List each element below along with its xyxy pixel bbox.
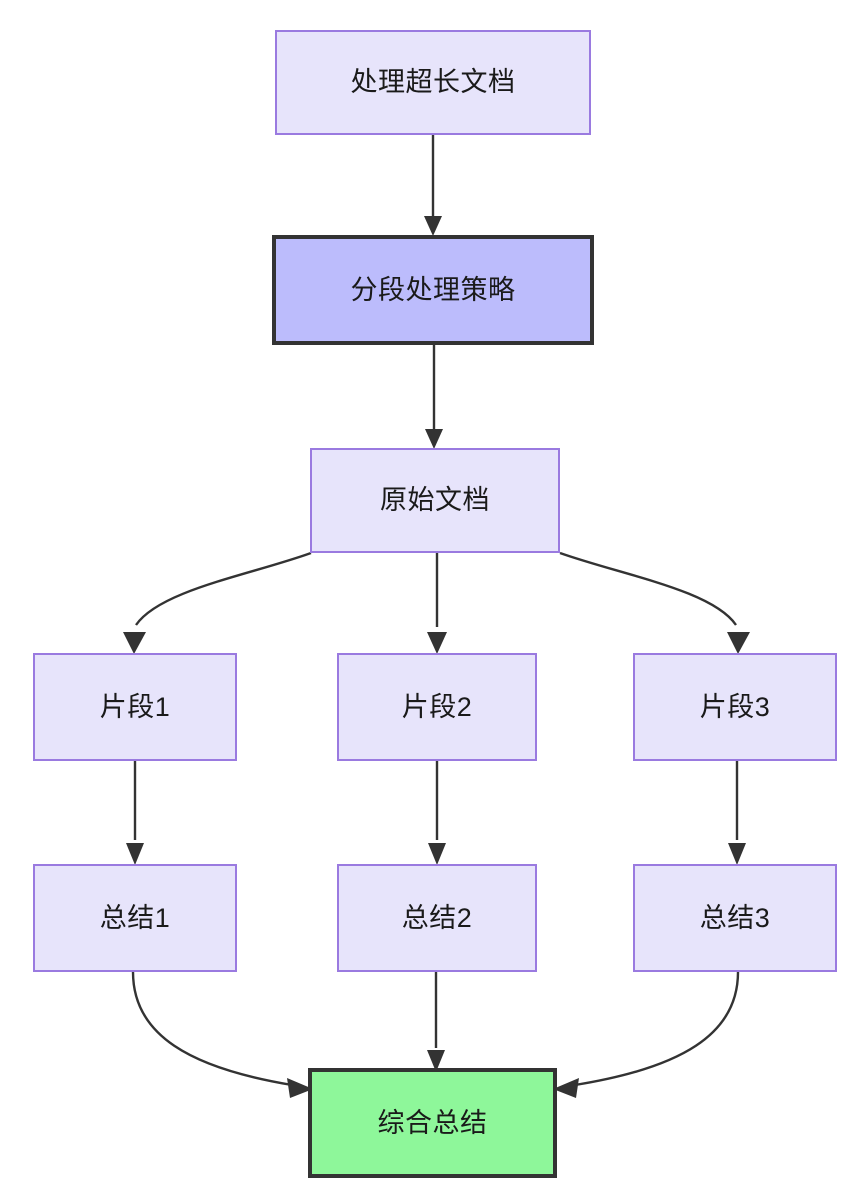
arrowhead-icon — [427, 632, 447, 654]
edge-summary1-to-final — [131, 971, 313, 1098]
edge-source-to-segment3 — [559, 551, 750, 654]
node-label: 总结2 — [401, 902, 473, 933]
edge-longdoc-to-strategy — [424, 135, 442, 236]
node-segmented-processing-strategy[interactable]: 分段处理策略 — [272, 235, 594, 345]
edge-summary3-to-final — [553, 971, 740, 1098]
node-summary-2[interactable]: 总结2 — [337, 864, 537, 972]
arrowhead-icon — [126, 843, 144, 865]
arrowhead-icon — [123, 632, 146, 654]
node-label: 总结1 — [99, 902, 171, 933]
node-source-document[interactable]: 原始文档 — [310, 448, 560, 553]
arrowhead-icon — [424, 216, 442, 236]
arrowhead-icon — [728, 843, 746, 865]
edge-source-to-segment2 — [427, 553, 447, 654]
edge-segment2-to-summary2 — [428, 761, 446, 865]
node-label: 综合总结 — [377, 1107, 488, 1138]
edge-segment1-to-summary1 — [126, 761, 144, 865]
node-label: 片段2 — [401, 691, 473, 722]
node-segment-1[interactable]: 片段1 — [33, 653, 237, 761]
arrowhead-icon — [428, 843, 446, 865]
edge-segment3-to-summary3 — [728, 761, 746, 865]
node-label: 片段1 — [99, 691, 171, 722]
node-summary-3[interactable]: 总结3 — [633, 864, 837, 972]
arrowhead-icon — [727, 632, 750, 654]
node-summary-1[interactable]: 总结1 — [33, 864, 237, 972]
node-label: 分段处理策略 — [350, 274, 516, 305]
node-process-long-document[interactable]: 处理超长文档 — [275, 30, 591, 135]
node-label: 总结3 — [699, 902, 771, 933]
node-label: 原始文档 — [380, 485, 490, 516]
arrowhead-icon — [425, 429, 443, 449]
node-label: 片段3 — [699, 691, 771, 722]
node-segment-3[interactable]: 片段3 — [633, 653, 837, 761]
edge-summary2-to-final — [427, 972, 445, 1072]
node-comprehensive-summary[interactable]: 综合总结 — [308, 1068, 557, 1178]
node-segment-2[interactable]: 片段2 — [337, 653, 537, 761]
edge-strategy-to-source — [425, 345, 443, 449]
edge-source-to-segment1 — [123, 551, 312, 654]
node-label: 处理超长文档 — [350, 67, 516, 98]
